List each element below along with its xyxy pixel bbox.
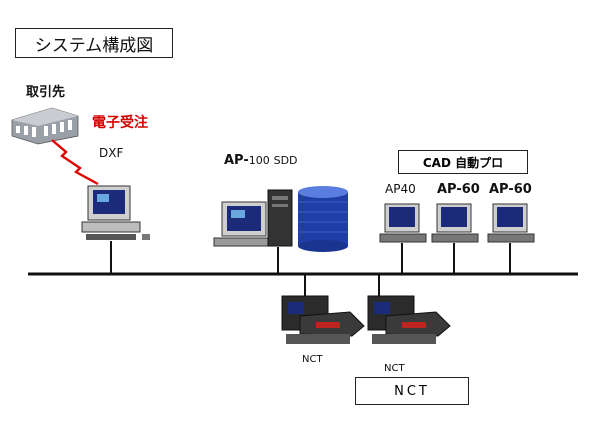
cad-terminal-2-icon bbox=[431, 203, 479, 243]
cad-terminal-1-label: AP40 bbox=[385, 182, 416, 196]
cad-terminal-3-label: AP-60 bbox=[489, 182, 532, 197]
edi-label: 電子受注 bbox=[92, 115, 148, 131]
nct-machine-2-icon bbox=[367, 295, 451, 344]
server-label-main: AP- bbox=[224, 153, 249, 168]
partner-building-icon bbox=[11, 107, 79, 145]
nct-machine-2-label: NCT bbox=[384, 363, 405, 374]
disk-stack-icon bbox=[298, 186, 348, 252]
cad-terminal-1-icon bbox=[379, 203, 427, 243]
lightning-icon bbox=[51, 139, 99, 186]
server-label-num: 100 bbox=[248, 154, 270, 167]
server-label-tail: SDD bbox=[273, 154, 298, 167]
diagram-title: システム構成図 bbox=[15, 28, 173, 58]
nct-group-label: NCT bbox=[355, 377, 469, 405]
server-label: AP-100 SDD bbox=[224, 153, 298, 168]
dxf-label: DXF bbox=[99, 146, 124, 160]
pc-dxf-icon bbox=[81, 185, 150, 240]
cad-terminal-2-label: AP-60 bbox=[437, 182, 480, 197]
partner-label: 取引先 bbox=[26, 85, 66, 100]
server-workstation-icon bbox=[213, 189, 293, 247]
cad-terminal-3-icon bbox=[487, 203, 535, 243]
cad-group-title: CAD 自動プロ bbox=[398, 150, 528, 174]
nct-machine-1-icon bbox=[281, 295, 365, 344]
nct-machine-1-label: NCT bbox=[302, 354, 323, 365]
